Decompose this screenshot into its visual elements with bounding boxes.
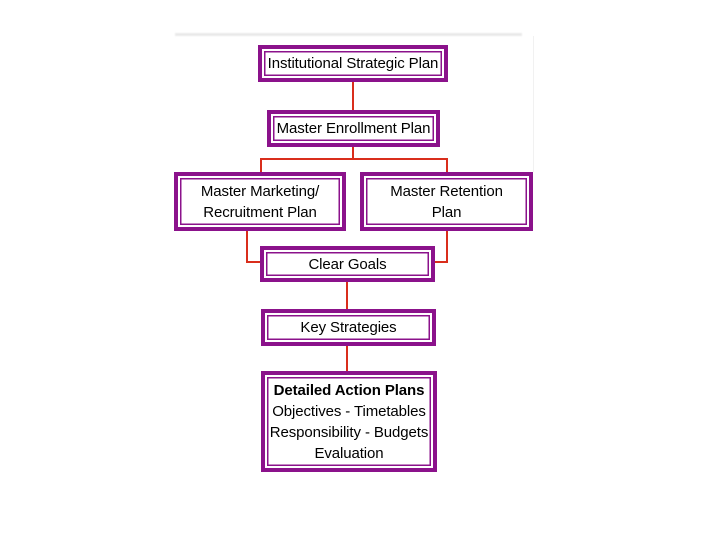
connector-strategies-to-plans (346, 346, 348, 371)
node-label-line: Key Strategies (300, 319, 397, 336)
node-master-marketing-recruitment-plan[interactable]: Master Marketing/ Recruitment Plan (174, 172, 346, 231)
node-label-line: Detailed Action Plans (273, 381, 425, 399)
node-label-line: Master Marketing/ (200, 182, 320, 200)
node-label-line: Evaluation (314, 444, 384, 462)
node-key-strategies[interactable]: Key Strategies (261, 309, 436, 346)
node-label-line: Responsibility - Budgets (269, 423, 429, 441)
node-label-line: Objectives - Timetables (272, 402, 426, 420)
connector-marketing-to-goals-horizontal (246, 261, 262, 263)
connector-goals-to-strategies (346, 282, 348, 309)
connector-isp-to-mep (352, 82, 354, 110)
connector-mep-stem (352, 147, 354, 160)
image-edge-artifact-right (533, 36, 534, 172)
node-detailed-action-plans[interactable]: Detailed Action Plans Objectives - Timet… (261, 371, 437, 472)
connector-retention-to-goals-vertical (446, 231, 448, 263)
connector-retention-to-goals-horizontal (433, 261, 448, 263)
node-label-line: Institutional Strategic Plan (267, 55, 439, 72)
node-clear-goals[interactable]: Clear Goals (260, 246, 435, 282)
node-institutional-strategic-plan[interactable]: Institutional Strategic Plan (258, 45, 448, 82)
image-edge-artifact-top (175, 33, 522, 36)
node-label-line: Master Retention (390, 182, 503, 200)
node-master-retention-plan[interactable]: Master Retention Plan (360, 172, 533, 231)
connector-marketing-to-goals-vertical (246, 231, 248, 263)
node-label-line: Clear Goals (308, 255, 387, 273)
node-label-line: Recruitment Plan (203, 203, 317, 221)
connector-branch-left-drop (260, 158, 262, 172)
node-label-line: Plan (431, 203, 462, 221)
node-master-enrollment-plan[interactable]: Master Enrollment Plan (267, 110, 440, 147)
connector-branch-right-drop (446, 158, 448, 172)
connector-branch-horizontal (260, 158, 448, 160)
node-label-line: Master Enrollment Plan (276, 120, 431, 137)
